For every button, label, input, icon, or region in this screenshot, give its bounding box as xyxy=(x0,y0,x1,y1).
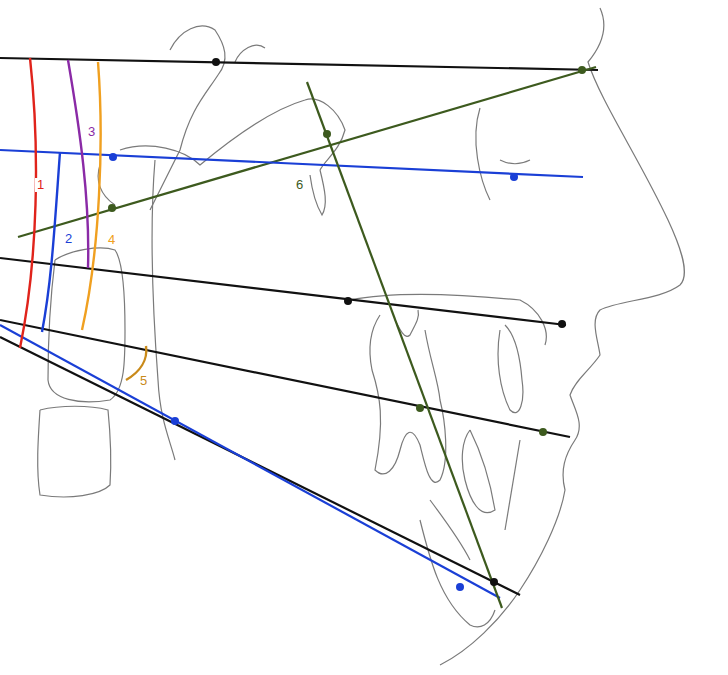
callout-number: 5 xyxy=(138,374,149,388)
callout-number: 4 xyxy=(106,233,117,247)
landmark-dots xyxy=(108,58,586,591)
angle-arcs xyxy=(20,58,146,380)
callout-number: 3 xyxy=(86,125,97,139)
anatomy-outline xyxy=(38,8,685,665)
callout-number: 1 xyxy=(35,178,46,192)
callout-number: 2 xyxy=(63,232,74,246)
reference-lines xyxy=(0,58,598,608)
callout-number: 6 xyxy=(294,178,305,192)
